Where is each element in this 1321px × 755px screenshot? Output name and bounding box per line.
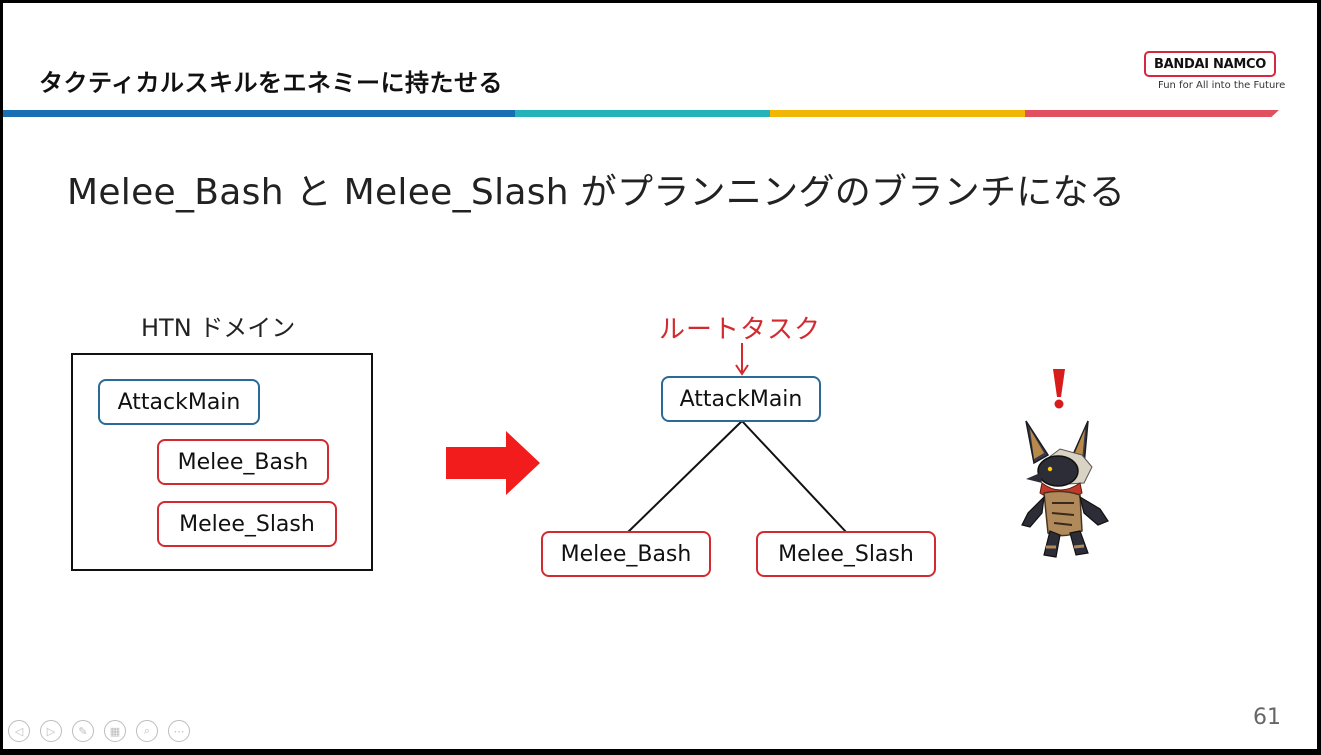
bandai-namco-logo: BANDAI NAMCO Fun for All into the Future: [1144, 51, 1285, 95]
logo-tagline: Fun for All into the Future: [1158, 80, 1286, 91]
htn-domain-label: HTN ドメイン: [141, 314, 296, 342]
more-icon[interactable]: ⋯: [168, 720, 190, 742]
htn-domain-box: AttackMain Melee_Bash Melee_Slash: [71, 353, 373, 571]
header-stripe-blue: [3, 110, 515, 117]
exclamation-icon: [1053, 369, 1065, 397]
slide-header-title: タクティカルスキルをエネミーに持たせる: [39, 69, 504, 97]
header-stripe-pink: [1025, 110, 1279, 117]
tree-child-melee-bash: Melee_Bash: [541, 531, 711, 577]
tree-edge-bash: [626, 420, 743, 534]
previous-icon[interactable]: ◁: [8, 720, 30, 742]
logo-wordmark: BANDAI NAMCO: [1144, 51, 1276, 77]
slides-icon[interactable]: ▦: [104, 720, 126, 742]
tree-child-melee-slash: Melee_Slash: [756, 531, 936, 577]
root-pointer-arrowhead: [735, 364, 749, 376]
zoom-icon[interactable]: ⌕: [136, 720, 158, 742]
header-stripe-yellow: [770, 110, 1025, 117]
tree-root-attackmain: AttackMain: [661, 376, 821, 422]
root-task-label: ルートタスク: [659, 315, 822, 345]
enemy-character-icon: [1021, 369, 1109, 558]
pen-icon[interactable]: ✎: [72, 720, 94, 742]
page-number: 61: [1253, 705, 1281, 730]
domain-task-melee-bash: Melee_Bash: [157, 439, 329, 485]
main-heading: Melee_Bash と Melee_Slash がプランニングのブランチになる: [67, 172, 1126, 213]
presentation-slide: タクティカルスキルをエネミーに持たせる BANDAI NAMCO Fun for…: [3, 3, 1317, 749]
domain-task-melee-slash: Melee_Slash: [157, 501, 337, 547]
header-stripe-teal: [515, 110, 770, 117]
domain-task-attackmain: AttackMain: [98, 379, 260, 425]
next-icon[interactable]: ▷: [40, 720, 62, 742]
tree-connectors: [626, 343, 848, 534]
tree-edge-slash: [741, 420, 848, 534]
big-right-arrow-icon: [446, 431, 540, 495]
